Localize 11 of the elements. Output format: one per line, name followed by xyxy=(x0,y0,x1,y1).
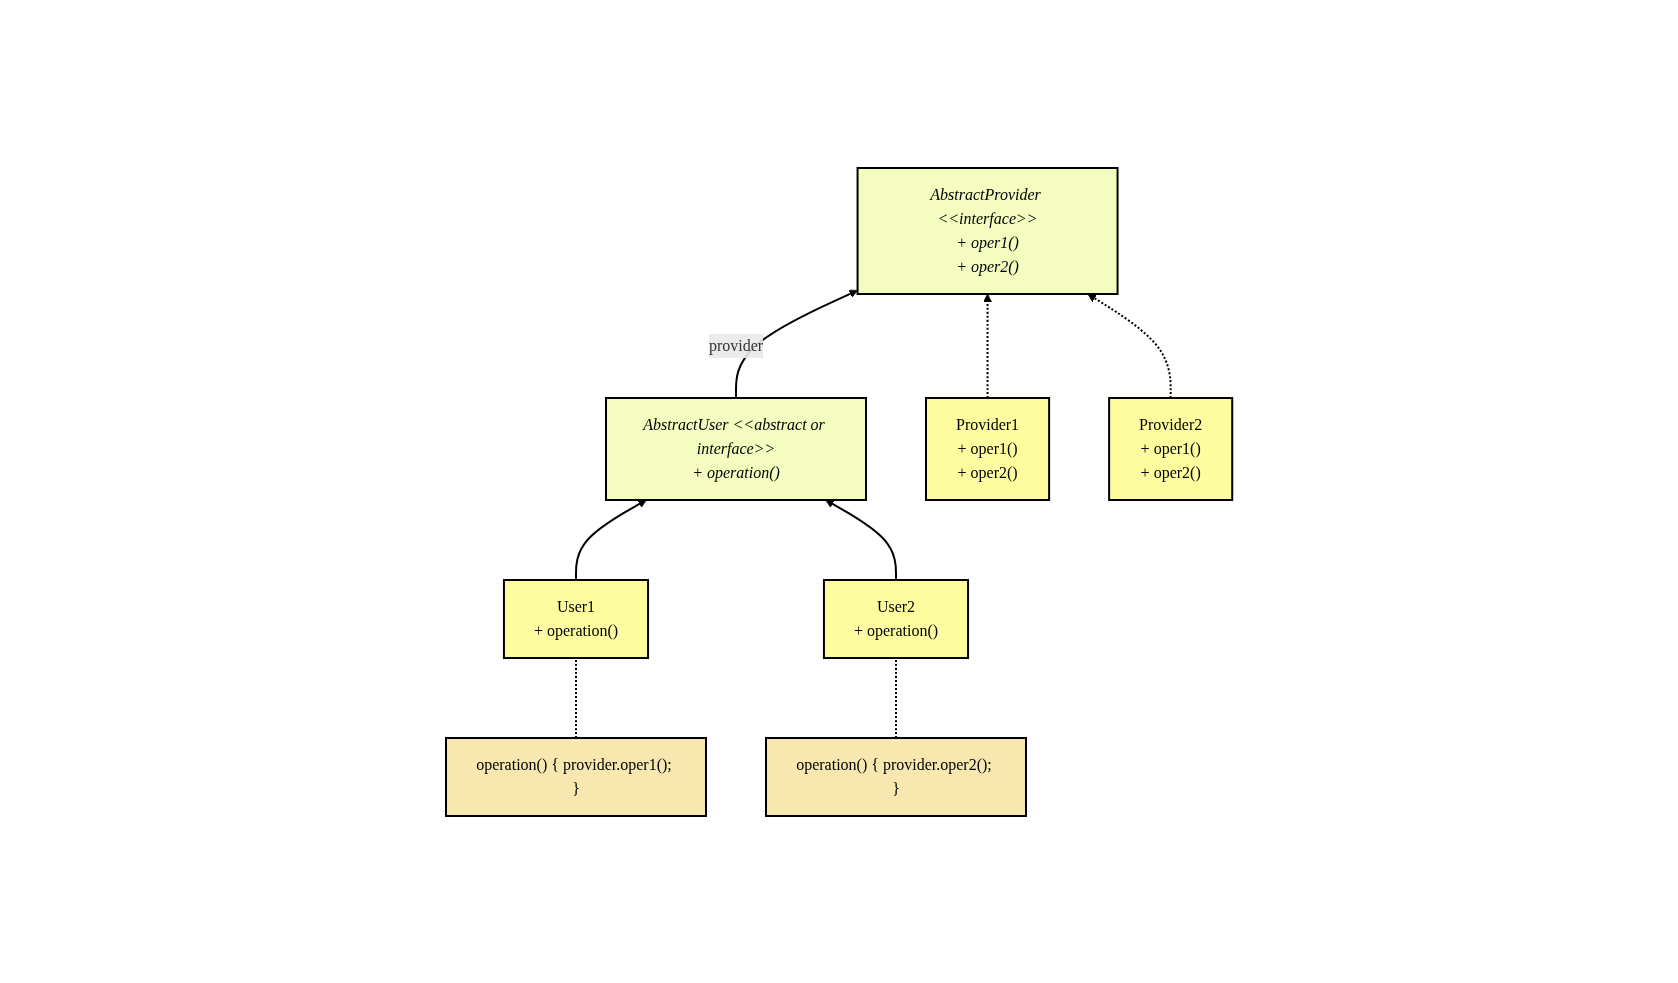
node-box: User1 + operation() xyxy=(502,578,649,659)
arrow xyxy=(574,499,647,581)
node-box: Provider1 + oper1() + oper2() xyxy=(924,396,1050,501)
node-box: AbstractUser <<abstract or interface>> + operation() xyxy=(604,396,867,501)
edge-label: provider xyxy=(708,336,763,354)
node-box: AbstractProvider <<interface>> + oper1() + oper2() xyxy=(856,166,1119,295)
node-box: User2 + operation() xyxy=(822,578,969,659)
node-box: operation() { provider.oper1(); } xyxy=(444,736,707,817)
node-box: Provider2 + oper1() + oper2() xyxy=(1108,396,1234,501)
arrow xyxy=(825,499,897,581)
node-box: operation() { provider.oper2(); } xyxy=(764,736,1027,817)
